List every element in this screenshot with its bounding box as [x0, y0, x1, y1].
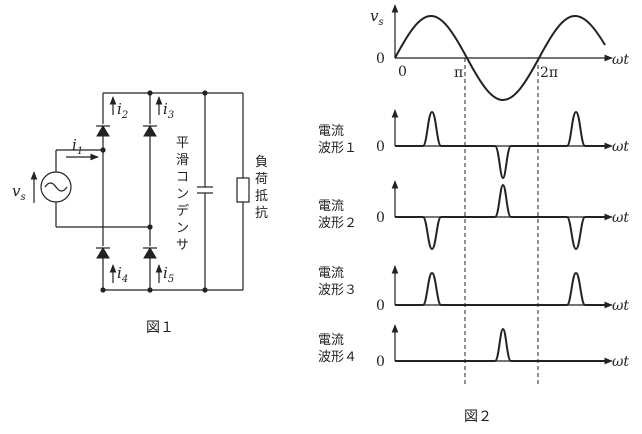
svg-text:0: 0 [376, 298, 385, 314]
svg-text:波形４: 波形４ [318, 350, 357, 365]
svg-text:ωt: ωt [612, 210, 629, 226]
figure2-caption: 図２ [464, 409, 492, 425]
omega-t-label: ωt [612, 52, 629, 68]
vs-zero-label: 0 [376, 51, 385, 67]
current-waveform-3: 電流 波形３ 0 ωt [318, 265, 629, 314]
svg-text:抗: 抗 [255, 206, 268, 221]
diode-d4-symbol [96, 246, 110, 259]
svg-text:サ: サ [176, 238, 189, 253]
vs-label: vs [12, 182, 26, 203]
svg-text:ωt: ωt [612, 298, 629, 314]
svg-text:電流: 電流 [318, 333, 344, 348]
i4-label: i4 [117, 264, 128, 285]
origin-x-label: 0 [398, 64, 407, 80]
current-waveform-1: 電流 波形１ 0 ωt [318, 109, 629, 179]
svg-text:ωt: ωt [612, 354, 629, 370]
svg-text:負: 負 [255, 155, 268, 170]
i2-label: i2 [117, 100, 128, 121]
svg-text:0: 0 [376, 139, 385, 155]
load-resistor-symbol [236, 177, 250, 203]
svg-text:波形３: 波形３ [318, 283, 357, 298]
diode-d3-symbol [143, 124, 157, 137]
svg-text:デ: デ [176, 203, 189, 219]
figure1-caption: 図１ [146, 320, 174, 336]
svg-text:電流: 電流 [318, 124, 344, 139]
svg-text:ωt: ωt [612, 139, 629, 155]
svg-text:コ: コ [176, 170, 189, 185]
vs-sine-wave [394, 15, 606, 101]
svg-text:波形１: 波形１ [318, 141, 357, 156]
svg-text:0: 0 [376, 354, 385, 370]
i3-label: i3 [163, 100, 174, 121]
svg-text:ン: ン [176, 187, 189, 202]
svg-text:0: 0 [376, 210, 385, 226]
ac-source-sine-icon [44, 182, 68, 192]
vs-axis-label: vs [370, 7, 384, 28]
svg-text:電流: 電流 [318, 199, 344, 214]
svg-text:抵: 抵 [255, 189, 268, 204]
svg-text:電流: 電流 [318, 266, 344, 281]
svg-text:荷: 荷 [255, 172, 268, 187]
diode-d2-symbol [96, 124, 110, 137]
svg-text:平: 平 [176, 136, 189, 151]
svg-text:波形２: 波形２ [318, 216, 357, 231]
svg-text:ン: ン [176, 221, 189, 236]
svg-text:滑: 滑 [176, 153, 189, 168]
load-resistor-label: 負 荷 抵 抗 [255, 155, 268, 221]
circuit-diagram: vs i1 [12, 90, 268, 336]
current-waveform-2: 電流 波形２ 0 ωt [318, 180, 629, 250]
current-waveform-4: 電流 波形４ 0 ωt [318, 324, 629, 370]
capacitor-label: 平 滑 コ ン デ ン サ [176, 136, 189, 253]
pi-label: π [454, 65, 463, 81]
two-pi-label: 2π [540, 65, 558, 81]
waveform-diagram: vs 0 0 π 2π ωt 電流 波形１ 0 ωt 電流 波形２ 0 ωt 電… [318, 4, 629, 425]
i5-label: i5 [163, 264, 174, 285]
i1-label: i1 [72, 136, 83, 157]
diode-d5-symbol [143, 246, 157, 259]
